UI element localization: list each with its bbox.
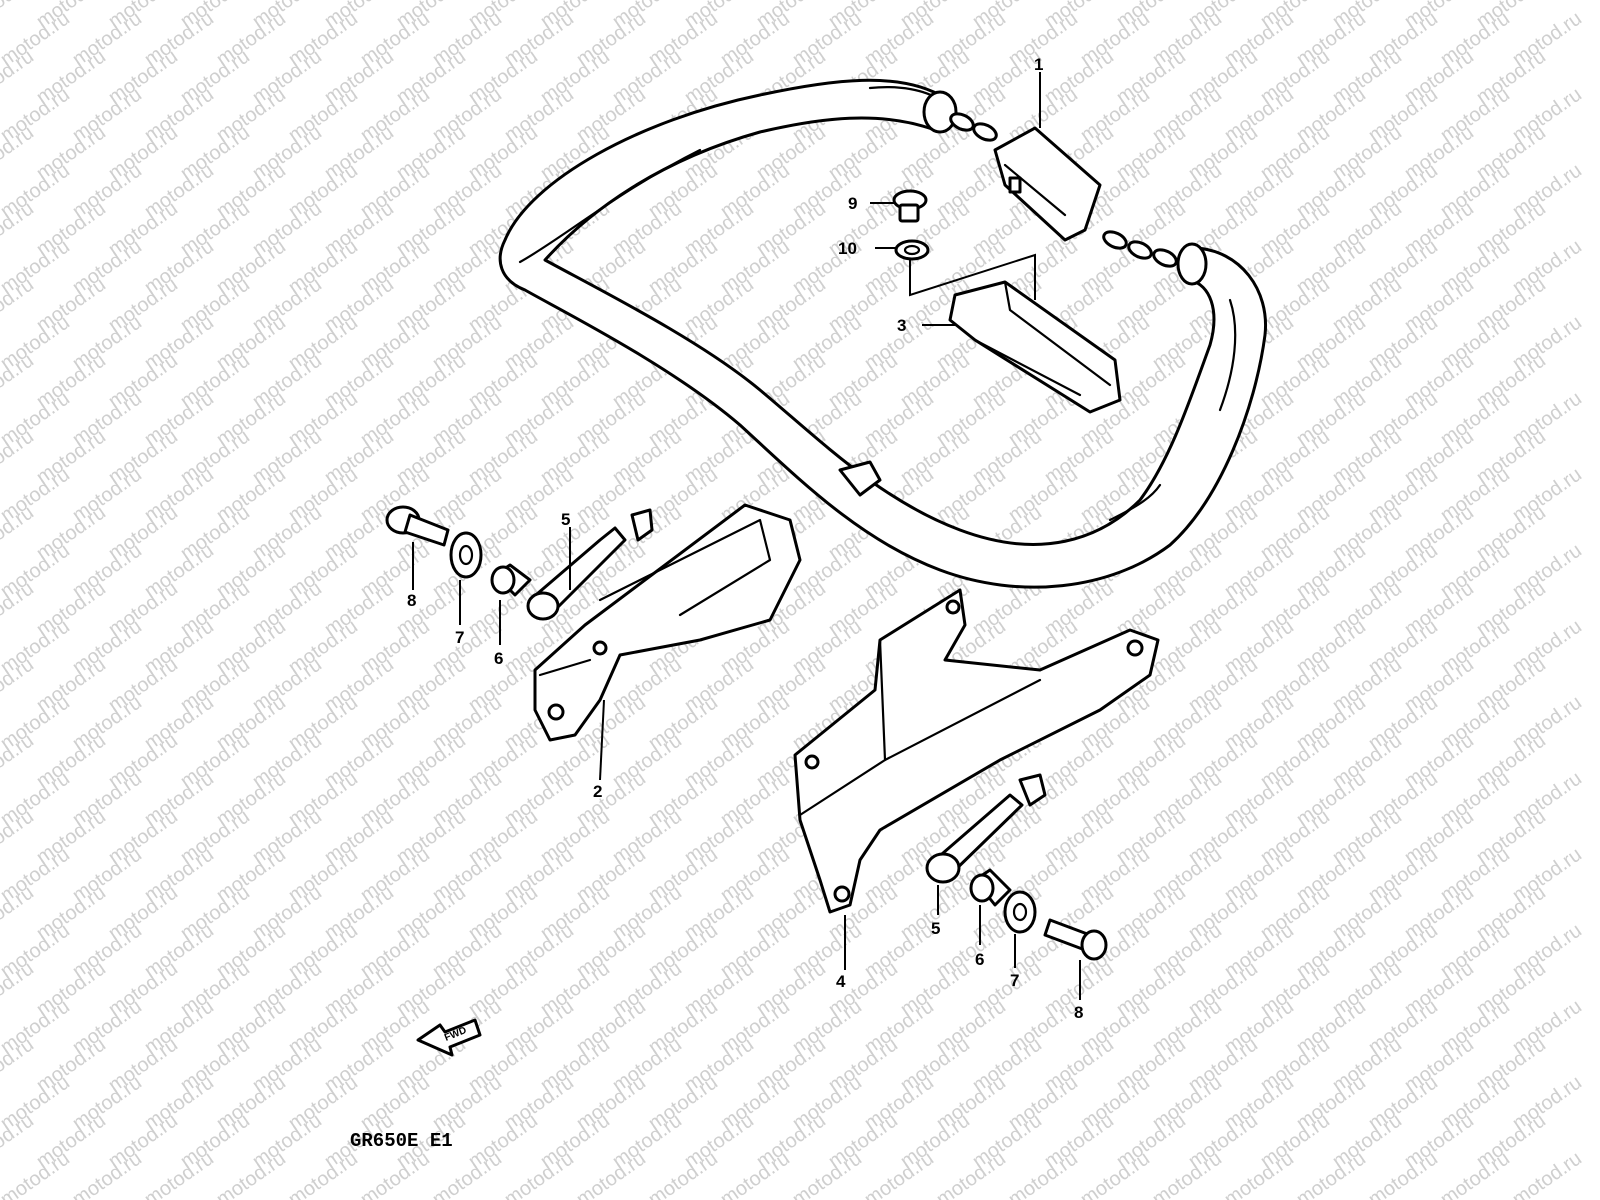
right-washer: [1003, 890, 1037, 934]
left-bolt: [385, 505, 450, 547]
callout-4: 4: [836, 972, 846, 991]
diagram-code: GR650E E1: [350, 1130, 453, 1152]
callout-5-right: 5: [931, 919, 940, 938]
callout-8-left: 8: [407, 591, 416, 610]
left-collar: [490, 563, 532, 597]
callout-6-left: 6: [494, 649, 503, 668]
fwd-arrow: FWD: [416, 1018, 482, 1057]
callout-1: 1: [1034, 55, 1043, 74]
callout-2: 2: [593, 782, 602, 801]
right-collar: [969, 868, 1012, 907]
left-stay-rod: [526, 526, 627, 621]
left-bracket: [533, 460, 882, 742]
callout-9: 9: [848, 194, 857, 213]
left-washer: [449, 531, 483, 579]
grab-rail: [498, 78, 1268, 589]
callout-7-left: 7: [455, 628, 464, 647]
washer-small: [894, 239, 930, 261]
callout-7-right: 7: [1010, 971, 1019, 990]
right-bolt: [1043, 918, 1108, 961]
callouts: 1 9 10 3 5 8 7 6 2 5 4 6 7 8: [407, 55, 1083, 1022]
channel-bracket: [948, 280, 1122, 414]
right-bracket: [793, 588, 1160, 914]
right-stay-rod: [925, 793, 1024, 884]
callout-3: 3: [897, 316, 906, 335]
screw: [892, 189, 928, 223]
callout-6-right: 6: [975, 950, 984, 969]
callout-5-left: 5: [561, 510, 570, 529]
leader-lines: [412, 72, 1081, 1000]
callout-10: 10: [838, 239, 857, 258]
callout-8-right: 8: [1074, 1003, 1083, 1022]
